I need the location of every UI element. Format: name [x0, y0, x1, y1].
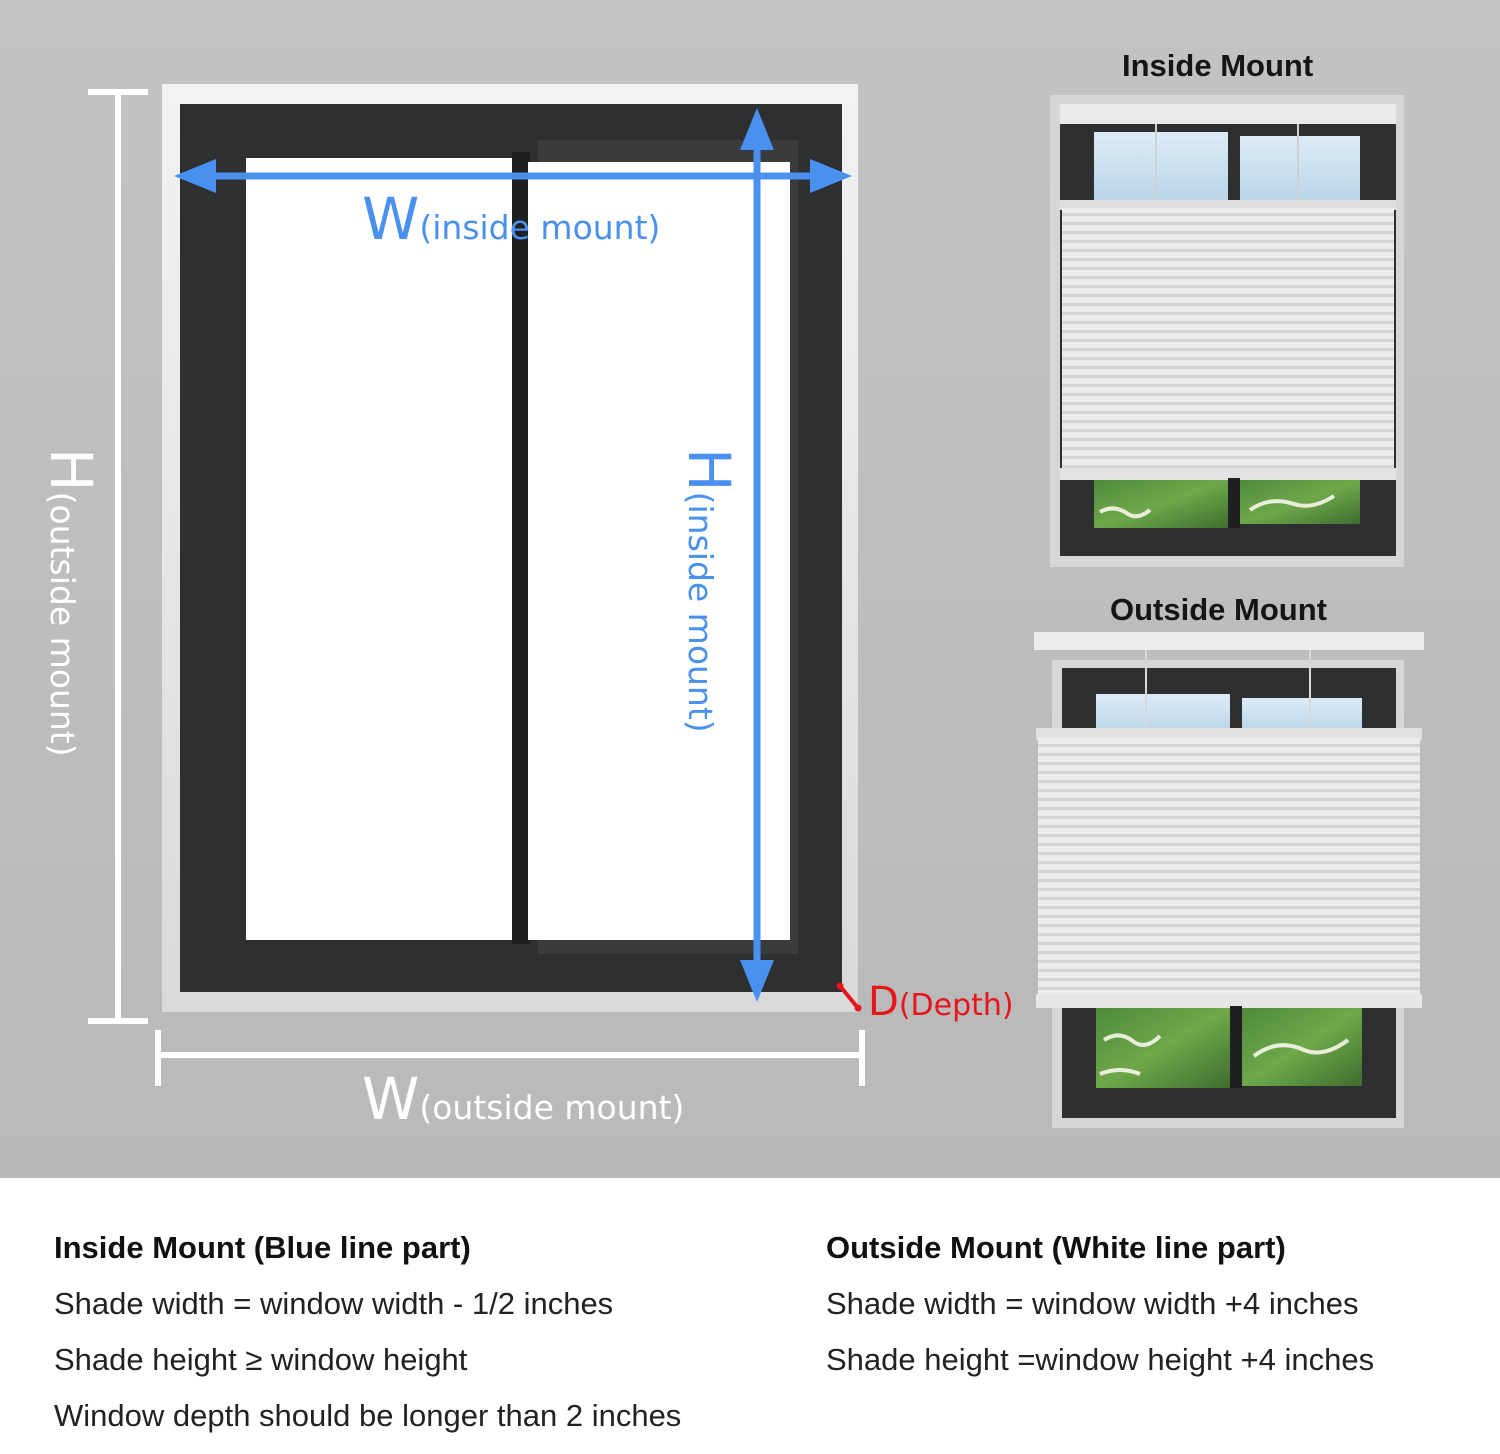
- inside-height-letter: H: [675, 448, 743, 492]
- thumb-headrail: [1060, 104, 1396, 124]
- center-mullion: [512, 152, 530, 944]
- inside-mount-title: Inside Mount: [1122, 48, 1314, 83]
- thumb-view-left: [1096, 1008, 1230, 1088]
- outside-mount-thumbnail: [1034, 632, 1424, 1128]
- thumb-sky-left: [1096, 694, 1230, 734]
- inside-height-label: H(inside mount): [675, 448, 743, 733]
- outside-note-line: Shade width = window width +4 inches: [826, 1286, 1359, 1321]
- outside-note-line: Shade height =window height +4 inches: [826, 1342, 1375, 1377]
- right-glass: [528, 162, 790, 940]
- outside-height-line: [88, 89, 148, 1024]
- inside-width-letter: W: [362, 185, 420, 253]
- inside-mount-thumbnail: [1050, 95, 1404, 567]
- inside-height-arrow: [740, 108, 774, 1002]
- diagram-graphics: [88, 84, 1424, 1128]
- inside-width-label: W(inside mount): [362, 190, 660, 248]
- outside-height-text: (outside mount): [43, 491, 82, 757]
- inside-mount-heading: Inside Mount (Blue line part): [54, 1230, 471, 1265]
- inside-note-line: Window depth should be longer than 2 inc…: [54, 1398, 682, 1433]
- outside-mount-notes: Outside Mount (White line part) Shade wi…: [826, 1230, 1374, 1398]
- inside-note-line: Shade height ≥ window height: [54, 1342, 468, 1377]
- inside-width-text: (inside mount): [419, 208, 661, 247]
- depth-letter: D: [868, 979, 899, 1025]
- thumb-view-right: [1240, 480, 1360, 524]
- inside-note-line: Shade width = window width - 1/2 inches: [54, 1286, 614, 1321]
- outside-width-text: (outside mount): [419, 1088, 685, 1127]
- outside-width-letter: W: [362, 1065, 420, 1133]
- measurement-notes: Inside Mount (Blue line part) Shade widt…: [0, 1178, 1500, 1438]
- inside-height-text: (inside mount): [681, 491, 720, 733]
- outside-mount-heading: Outside Mount (White line part): [826, 1230, 1286, 1265]
- thumb-cellular-shade: [1038, 738, 1420, 996]
- outside-mount-title: Outside Mount: [1110, 592, 1327, 627]
- inside-mount-notes: Inside Mount (Blue line part) Shade widt…: [54, 1230, 681, 1454]
- left-glass: [246, 158, 512, 940]
- thumb-view-left: [1094, 480, 1228, 528]
- inside-width-arrow: [174, 159, 852, 193]
- outside-width-line: [155, 1030, 865, 1086]
- depth-mark: [836, 982, 862, 1012]
- main-window: [162, 84, 858, 1012]
- outside-height-letter: H: [37, 448, 105, 492]
- outside-height-label: H(outside mount): [37, 448, 105, 757]
- measurement-diagram: W(inside mount) H(inside mount) H(outsid…: [0, 0, 1500, 1178]
- thumb-sky-left: [1094, 132, 1228, 202]
- thumb-bottomrail: [1036, 994, 1422, 1008]
- outside-width-label: W(outside mount): [362, 1070, 684, 1128]
- thumb-headrail: [1034, 632, 1424, 650]
- thumb-bottomrail: [1060, 468, 1396, 480]
- depth-label: D(Depth): [868, 982, 1014, 1022]
- thumb-sky-right: [1240, 136, 1360, 202]
- depth-text: (Depth): [898, 988, 1014, 1023]
- thumb-cellular-shade: [1062, 208, 1394, 470]
